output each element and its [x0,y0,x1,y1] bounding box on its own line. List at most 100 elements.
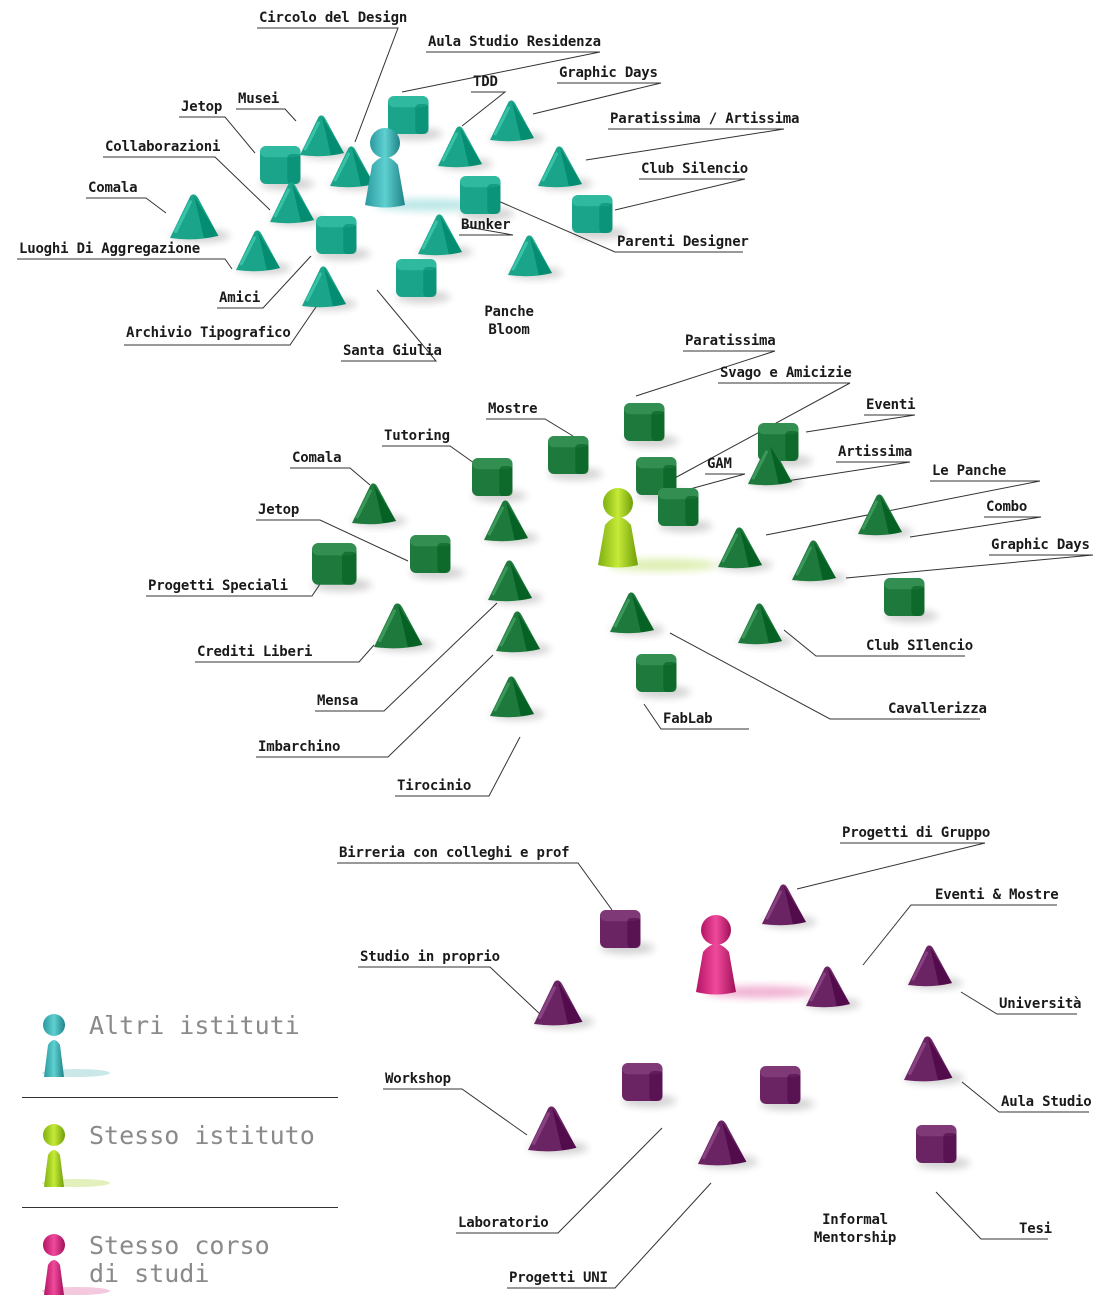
connector-line [796,842,986,890]
connector-line [495,199,743,253]
connector-line [256,519,409,562]
cube-piece [622,1063,663,1101]
connector-line [290,467,371,486]
node-label: Cavallerizza [888,701,987,717]
node-label: Birreria con colleghi e prof [339,845,570,861]
legend-divider [22,1207,338,1208]
connector-line [256,654,494,758]
cube-piece [636,654,677,692]
node-label: Club Silencio [641,161,748,177]
prism-piece [490,100,534,142]
prism-piece [908,945,952,987]
cube-piece [388,96,429,134]
prism-piece [302,266,346,308]
legend-label-altri: Altri istituti [89,1011,300,1040]
node-label: Tesi [1019,1221,1052,1237]
cube-piece [600,910,641,948]
cube-piece [312,543,357,585]
node-label: Tirocinio [397,778,472,794]
connector-line [358,966,542,1016]
connector-line [179,116,256,154]
node-label: Club SIlencio [866,638,973,654]
prism-piece [490,676,534,718]
prism-piece [300,115,344,157]
cube-piece [658,488,699,526]
connector-line [315,602,498,712]
node-label: Graphic Days [559,65,658,81]
node-label: FabLab [663,711,713,727]
prism-piece [236,230,280,272]
node-label: Studio in proprio [360,949,500,965]
node-label: Mostre [488,401,538,417]
cube-piece [316,216,357,254]
node-label: Mensa [317,693,359,709]
prism-piece [484,500,528,542]
connector-line [17,258,233,270]
prism-piece [806,966,850,1008]
teal-pawn-icon [42,1014,110,1077]
prism-piece [718,527,762,569]
connector-line [935,1191,1048,1240]
connector-line [461,91,507,127]
connector-line [909,516,1042,538]
connector-line [783,629,965,657]
node-label: Artissima [838,444,913,460]
connector-line [257,27,399,143]
connector-line [961,1081,1089,1113]
connector-line [765,480,1041,536]
prism-piece [374,603,423,649]
connector-line [383,1088,528,1136]
prism-piece [534,980,583,1026]
connector-line [635,350,776,397]
cube-piece [472,458,513,496]
node-label: GAM [707,456,732,472]
node-label: Workshop [385,1071,451,1087]
node-label: Amici [219,290,261,306]
connector-line [124,303,319,346]
cube-piece [760,1066,801,1104]
node-label: Collaborazioni [105,139,221,155]
lime-pawn [598,488,638,568]
prism-piece [488,560,532,602]
node-label: Musei [238,91,280,107]
connector-line [459,225,514,236]
prism-piece [496,611,540,653]
prism-piece [352,483,396,525]
prism-piece [698,1120,747,1166]
magenta-pawn-icon [42,1234,110,1295]
connector-line [585,128,785,161]
cube-piece [636,457,677,495]
connector-line [862,904,1057,966]
connector-line [395,736,521,797]
node-label: Aula Studio [1001,1094,1092,1110]
cube-piece [572,195,613,233]
node-label: Le Panche [932,463,1007,479]
connector-line [103,156,271,211]
legend-divider [22,1097,338,1098]
node-label: Progetti di Gruppo [842,825,991,841]
prism-piece [170,194,219,240]
connector-line [689,473,746,490]
node-label: Bunker [461,217,511,233]
node-label: Informal Mentorship [813,1212,897,1246]
connector-line [86,197,167,214]
cube-piece [460,176,501,214]
node-label: Laboratorio [458,1215,549,1231]
connector-line [643,703,749,730]
node-label: Jetop [258,502,300,518]
connector-line [236,108,297,122]
lime-pawn-icon [42,1124,110,1187]
connector-line [337,862,613,911]
prism-piece [270,182,314,224]
connector-line [779,461,911,483]
node-label: Imbarchino [258,739,341,755]
cube-piece [396,259,437,297]
node-label: Comala [292,450,342,466]
connector-line [805,414,916,433]
legend-label-stesso-corso: Stesso corso di studi [89,1231,270,1288]
cube-piece [884,578,925,616]
node-label: Università [999,996,1082,1012]
prism-piece [792,540,836,582]
cube-piece [916,1125,957,1163]
